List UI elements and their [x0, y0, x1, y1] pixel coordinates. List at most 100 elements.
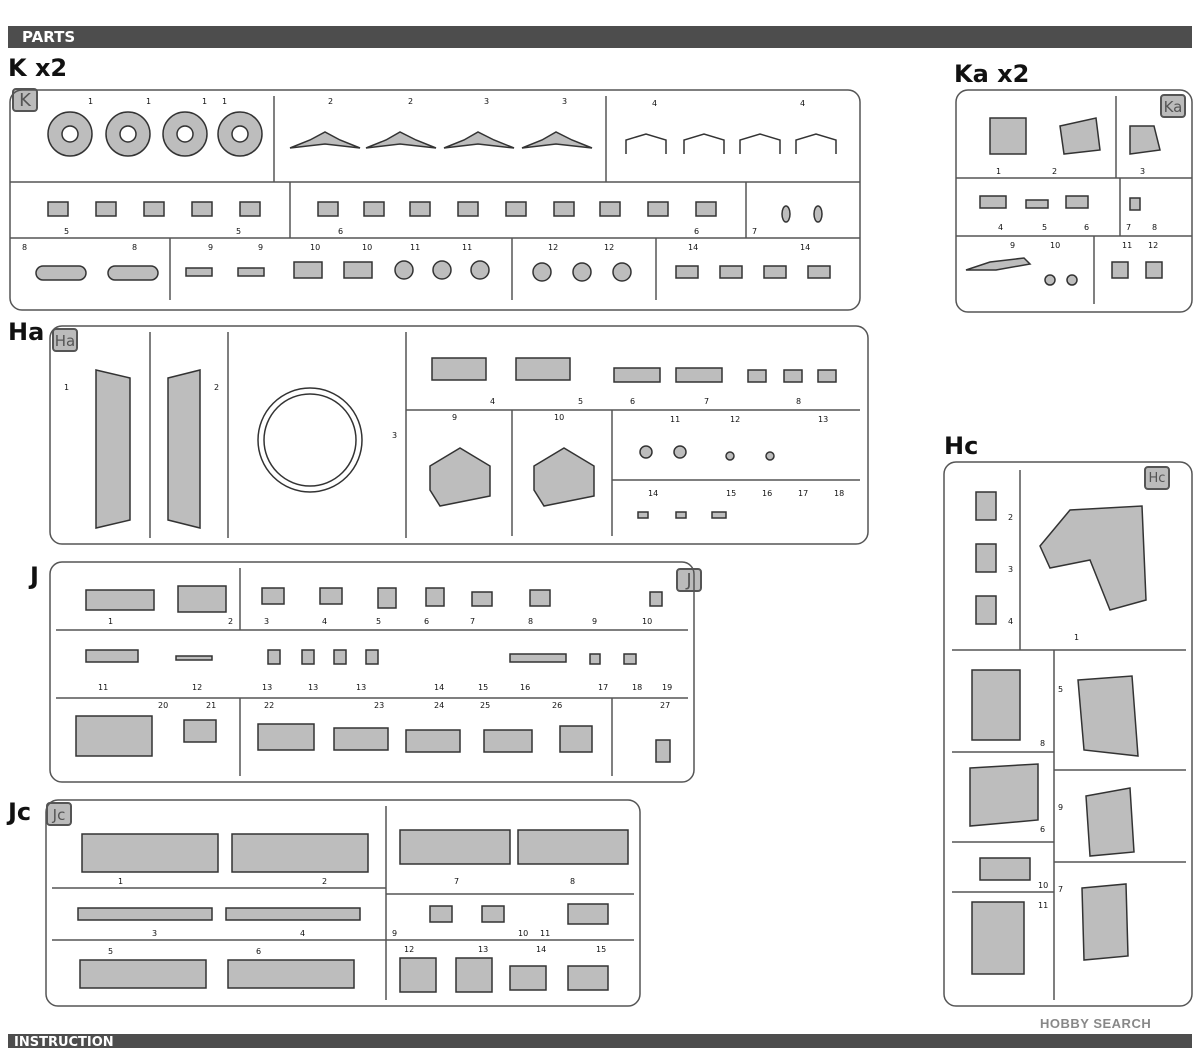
svg-text:6: 6 [1084, 223, 1089, 232]
j-parts [75, 585, 671, 763]
svg-text:11: 11 [462, 243, 472, 252]
svg-text:13: 13 [818, 415, 828, 424]
svg-text:23: 23 [374, 701, 384, 710]
sprue-ka-tag: Ka [1160, 94, 1186, 118]
svg-text:5: 5 [236, 227, 241, 236]
svg-text:9: 9 [452, 413, 457, 422]
svg-text:3: 3 [1008, 565, 1013, 574]
svg-text:13: 13 [308, 683, 318, 692]
sprue-jc-title: Jc [8, 798, 32, 826]
svg-text:9: 9 [1058, 803, 1063, 812]
svg-text:5: 5 [64, 227, 69, 236]
svg-text:14: 14 [688, 243, 698, 252]
svg-text:2: 2 [214, 383, 219, 392]
instruction-footer: INSTRUCTION [8, 1034, 1192, 1050]
svg-text:6: 6 [1040, 825, 1045, 834]
svg-text:25: 25 [480, 701, 490, 710]
svg-text:9: 9 [592, 617, 597, 626]
sprue-ha-frame [49, 325, 869, 545]
sprue-jc-frame [45, 799, 641, 1007]
svg-text:16: 16 [762, 489, 772, 498]
parts-header: PARTS [8, 26, 1192, 48]
svg-text:3: 3 [152, 929, 157, 938]
svg-text:4: 4 [1008, 617, 1013, 626]
svg-text:11: 11 [1038, 901, 1048, 910]
svg-text:10: 10 [362, 243, 372, 252]
sprue-k-title: K x2 [8, 54, 68, 82]
svg-text:15: 15 [478, 683, 488, 692]
svg-text:11: 11 [670, 415, 680, 424]
svg-text:1: 1 [1074, 633, 1079, 642]
svg-text:5: 5 [108, 947, 113, 956]
svg-text:9: 9 [208, 243, 213, 252]
svg-text:3: 3 [484, 97, 489, 106]
svg-text:2: 2 [1052, 167, 1057, 176]
sprue-ka-frame [955, 89, 1193, 313]
svg-text:7: 7 [470, 617, 475, 626]
k-parts-8-14 [35, 260, 831, 282]
svg-text:27: 27 [660, 701, 670, 710]
svg-text:9: 9 [1010, 241, 1015, 250]
svg-text:12: 12 [404, 945, 414, 954]
jc-parts [77, 829, 629, 993]
sprue-j-frame [49, 561, 695, 783]
svg-text:3: 3 [264, 617, 269, 626]
ha-parts [95, 357, 837, 529]
svg-text:14: 14 [536, 945, 546, 954]
svg-text:1: 1 [202, 97, 207, 106]
watermark-text: HOBBY SEARCH [1040, 1016, 1152, 1031]
svg-text:11: 11 [410, 243, 420, 252]
svg-text:5: 5 [376, 617, 381, 626]
svg-text:24: 24 [434, 701, 444, 710]
svg-text:7: 7 [1126, 223, 1131, 232]
svg-text:14: 14 [800, 243, 810, 252]
svg-text:8: 8 [528, 617, 533, 626]
svg-text:1: 1 [64, 383, 69, 392]
svg-text:7: 7 [704, 397, 709, 406]
svg-text:2: 2 [408, 97, 413, 106]
svg-text:16: 16 [520, 683, 530, 692]
svg-text:1: 1 [146, 97, 151, 106]
ka-parts [965, 117, 1163, 286]
svg-text:1: 1 [88, 97, 93, 106]
svg-text:4: 4 [300, 929, 305, 938]
svg-text:3: 3 [392, 431, 397, 440]
svg-text:2: 2 [228, 617, 233, 626]
sprue-jc-tag: Jc [46, 802, 72, 826]
svg-text:11: 11 [98, 683, 108, 692]
svg-text:8: 8 [1152, 223, 1157, 232]
svg-text:12: 12 [192, 683, 202, 692]
svg-text:12: 12 [604, 243, 614, 252]
svg-text:12: 12 [730, 415, 740, 424]
svg-text:17: 17 [798, 489, 808, 498]
svg-text:1: 1 [996, 167, 1001, 176]
k-brackets-4 [625, 133, 837, 154]
svg-text:10: 10 [518, 929, 528, 938]
svg-text:15: 15 [596, 945, 606, 954]
svg-text:7: 7 [454, 877, 459, 886]
svg-text:5: 5 [1042, 223, 1047, 232]
svg-text:6: 6 [630, 397, 635, 406]
svg-text:13: 13 [356, 683, 366, 692]
svg-text:26: 26 [552, 701, 562, 710]
sprue-ka-title: Ka x2 [954, 60, 1030, 88]
svg-text:2: 2 [1008, 513, 1013, 522]
svg-text:2: 2 [322, 877, 327, 886]
svg-text:18: 18 [632, 683, 642, 692]
svg-text:7: 7 [1058, 885, 1063, 894]
svg-text:8: 8 [22, 243, 27, 252]
k-parts-5-6 [47, 201, 823, 223]
svg-text:22: 22 [264, 701, 274, 710]
svg-text:20: 20 [158, 701, 168, 710]
svg-text:3: 3 [1140, 167, 1145, 176]
instruction-footer-label: INSTRUCTION [14, 1035, 114, 1050]
svg-text:1: 1 [222, 97, 227, 106]
svg-text:8: 8 [796, 397, 801, 406]
hc-parts [969, 491, 1147, 975]
svg-text:1: 1 [108, 617, 113, 626]
svg-text:19: 19 [662, 683, 672, 692]
svg-text:18: 18 [834, 489, 844, 498]
